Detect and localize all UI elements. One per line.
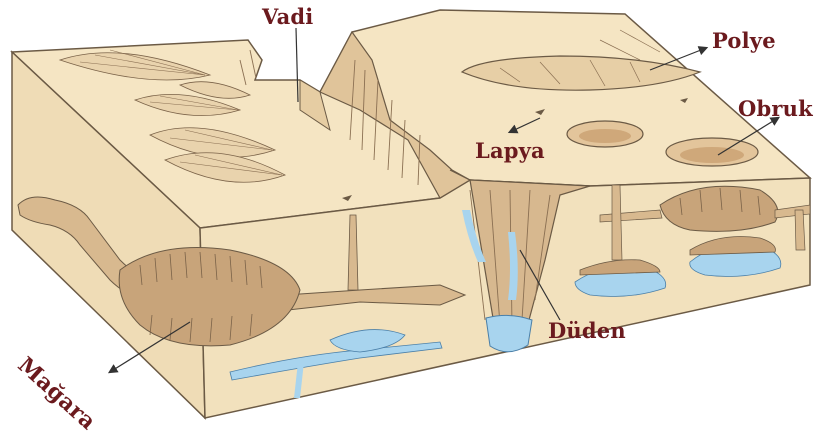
label-lapya: Lapya	[475, 138, 545, 163]
label-vadi: Vadi	[262, 4, 313, 29]
label-obruk: Obruk	[738, 96, 813, 121]
label-polye: Polye	[712, 28, 776, 53]
sinkhole-water-pool	[486, 315, 532, 351]
label-duden: Düden	[548, 318, 626, 343]
karst-block-diagram	[0, 0, 825, 420]
